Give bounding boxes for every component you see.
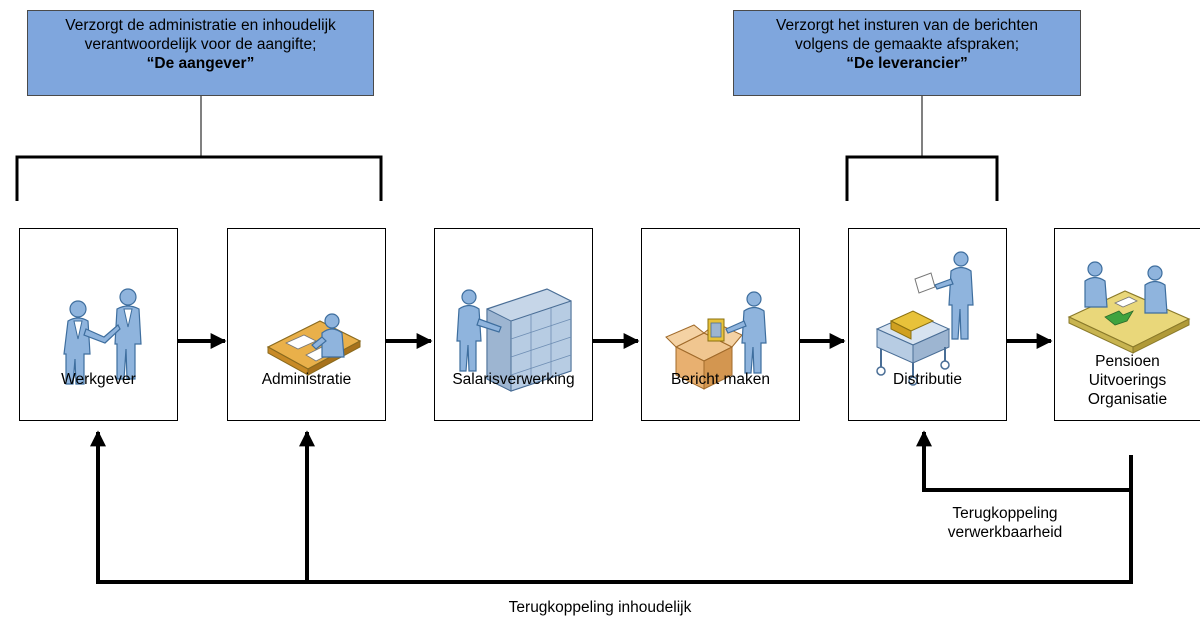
callout-leverancier-line1: Verzorgt het insturen van de berichten	[776, 17, 1038, 34]
stage-salarisverwerking-label: Salarisverwerking	[452, 371, 575, 388]
stage-administratie-label: Administratie	[261, 371, 352, 388]
server-rack-person-icon	[456, 288, 572, 392]
feedback-processing-line	[916, 430, 1133, 492]
stage-distributie: Distributie	[848, 228, 1007, 421]
stage-bericht-maken: Bericht maken	[641, 228, 800, 421]
stage-werkgever-label: Werkgever	[61, 371, 136, 388]
stage-salarisverwerking: Salarisverwerking	[434, 228, 593, 421]
feedback-content-line	[90, 430, 1133, 584]
callout-aangever-line1: Verzorgt de administratie en inhoudelijk	[65, 17, 336, 34]
handshake-people-icon	[63, 288, 142, 385]
stage-administratie: Administratie	[227, 228, 386, 421]
stage-puo-label-line2: Uitvoerings	[1088, 372, 1167, 389]
stage-pensioen-uitvoerings-organisatie: Pensioen Uitvoerings Organisatie	[1054, 228, 1200, 421]
stage-distributie-label: Distributie	[893, 371, 962, 388]
callout-leverancier: Verzorgt het insturen van de berichten v…	[733, 10, 1081, 96]
meeting-table-icon	[1067, 261, 1191, 354]
feedback-content-label: Terugkoppeling inhoudelijk	[508, 599, 692, 616]
callout-aangever: Verzorgt de administratie en inhoudelijk…	[27, 10, 374, 96]
package-person-icon	[665, 291, 767, 390]
mail-cart-person-icon	[875, 251, 974, 386]
stage-puo-label-line3: Organisatie	[1087, 391, 1168, 408]
stage-bericht-maken-label: Bericht maken	[670, 371, 771, 388]
bracket-aangever	[15, 155, 383, 201]
stage-puo-label-line1: Pensioen	[1095, 353, 1160, 370]
callout-leverancier-line2: volgens de gemaakte afspraken;	[794, 36, 1020, 53]
person-at-desk-icon	[266, 313, 362, 376]
feedback-processing-line2: verwerkbaarheid	[947, 524, 1063, 541]
feedback-processing-label: Terugkoppeling verwerkbaarheid	[930, 504, 1080, 542]
callout-aangever-line2: verantwoordelijk voor de aangifte;	[84, 36, 317, 53]
bracket-leverancier	[845, 155, 999, 201]
stage-werkgever: Werkgever	[19, 228, 178, 421]
callout-aangever-role: “De aangever”	[146, 55, 255, 72]
feedback-processing-line1: Terugkoppeling	[952, 505, 1058, 522]
stage-puo-label: Pensioen Uitvoerings Organisatie	[1055, 352, 1200, 409]
callout-leverancier-role: “De leverancier”	[846, 55, 968, 72]
